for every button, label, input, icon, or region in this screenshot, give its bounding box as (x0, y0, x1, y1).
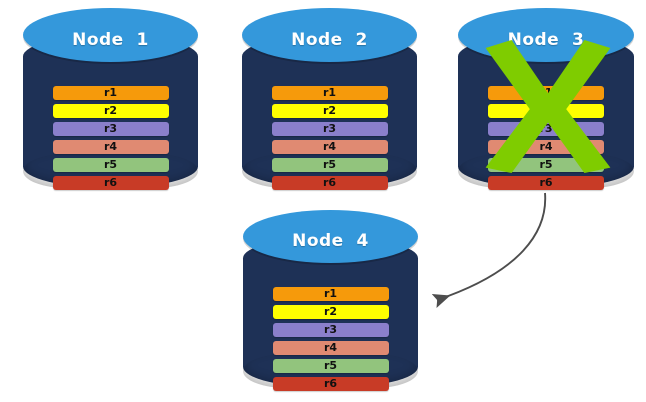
data-row-r6[interactable]: r6 (52, 176, 169, 190)
row-list: r1 r2 r3 r4 r5 r6 (243, 287, 418, 391)
data-row-r2[interactable]: r2 (488, 104, 604, 118)
data-row-r4[interactable]: r4 (272, 341, 389, 355)
data-row-r3[interactable]: r3 (52, 122, 169, 136)
data-row-r5[interactable]: r5 (271, 158, 388, 172)
data-row-r6[interactable]: r6 (271, 176, 388, 190)
node-cylinder-1[interactable]: Node 1 r1 r2 r3 r4 r5 r6 (23, 8, 198, 190)
cylinder-top-ellipse (243, 210, 418, 263)
data-row-r3[interactable]: r3 (488, 122, 604, 136)
data-row-r4[interactable]: r4 (488, 140, 604, 154)
data-row-r4[interactable]: r4 (271, 140, 388, 154)
node-cylinder-2[interactable]: Node 2 r1 r2 r3 r4 r5 r6 (242, 8, 417, 190)
row-list: r1 r2 r3 r4 r5 r6 (23, 86, 198, 190)
node-label: Node 4 (292, 231, 369, 251)
node-cylinder-3[interactable]: Node 3 r1 r2 r3 r4 r5 r6 (458, 8, 634, 190)
data-row-r5[interactable]: r5 (52, 158, 169, 172)
node-label: Node 1 (72, 30, 149, 50)
node-label: Node 3 (507, 30, 585, 50)
data-row-r6[interactable]: r6 (488, 176, 604, 190)
data-row-r2[interactable]: r2 (52, 104, 169, 118)
row-list: r1 r2 r3 r4 r5 r6 (242, 86, 417, 190)
data-row-r3[interactable]: r3 (271, 122, 388, 136)
data-row-r1[interactable]: r1 (488, 86, 604, 100)
data-row-r6[interactable]: r6 (272, 377, 389, 391)
data-row-r2[interactable]: r2 (272, 305, 389, 319)
data-row-r1[interactable]: r1 (52, 86, 169, 100)
data-row-r2[interactable]: r2 (271, 104, 388, 118)
data-row-r5[interactable]: r5 (488, 158, 604, 172)
data-row-r4[interactable]: r4 (52, 140, 169, 154)
data-row-r1[interactable]: r1 (272, 287, 389, 301)
data-row-r3[interactable]: r3 (272, 323, 389, 337)
row-list: r1 r2 r3 r4 r5 r6 (458, 86, 634, 190)
node-cylinder-4[interactable]: Node 4 r1 r2 r3 r4 r5 r6 (243, 210, 418, 391)
data-row-r5[interactable]: r5 (272, 359, 389, 373)
node-label: Node 2 (291, 30, 368, 50)
cylinder-top-ellipse (242, 8, 417, 62)
cylinder-top-ellipse (23, 8, 198, 62)
data-row-r1[interactable]: r1 (271, 86, 388, 100)
